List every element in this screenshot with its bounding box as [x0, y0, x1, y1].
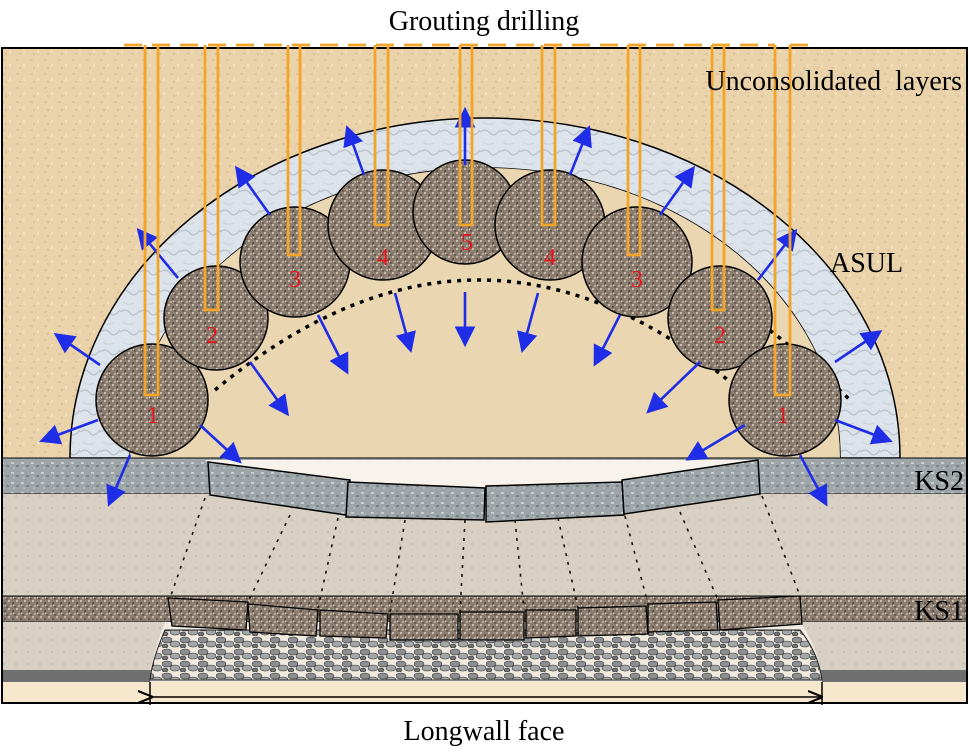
label-asul: ASUL [830, 248, 903, 279]
zone-number: 4 [544, 245, 556, 271]
fracture-lines [169, 495, 801, 613]
label-grouting-drilling: Grouting drilling [389, 6, 580, 37]
ks1-blocks [167, 595, 803, 641]
label-longwall-face: Longwall face [404, 716, 565, 747]
grout-zone [728, 343, 842, 457]
zone-number: 2 [714, 323, 726, 349]
zone-number: 2 [206, 323, 218, 349]
zone-number: 3 [289, 267, 301, 293]
grout-zone [95, 343, 209, 457]
ks2-blocks [207, 459, 761, 523]
zone-number: 5 [461, 230, 473, 256]
grout-zones [95, 159, 842, 457]
zone-number: 1 [147, 403, 159, 429]
grout-zone [667, 265, 773, 371]
zone-number: 3 [631, 267, 643, 293]
zone-number: 1 [777, 403, 789, 429]
grouting-drills [124, 43, 808, 397]
zone-numbers: 1 2 3 4 5 4 3 2 1 [147, 230, 789, 429]
label-ks1: KS1 [914, 596, 964, 627]
inner-dotted-arc [213, 278, 742, 392]
grout-zone [163, 265, 269, 371]
grout-zone [581, 206, 693, 318]
label-unconsolidated-layers: Unconsolidated layers [705, 66, 962, 97]
label-ks2: KS2 [914, 466, 964, 497]
zone-number: 4 [377, 245, 389, 271]
